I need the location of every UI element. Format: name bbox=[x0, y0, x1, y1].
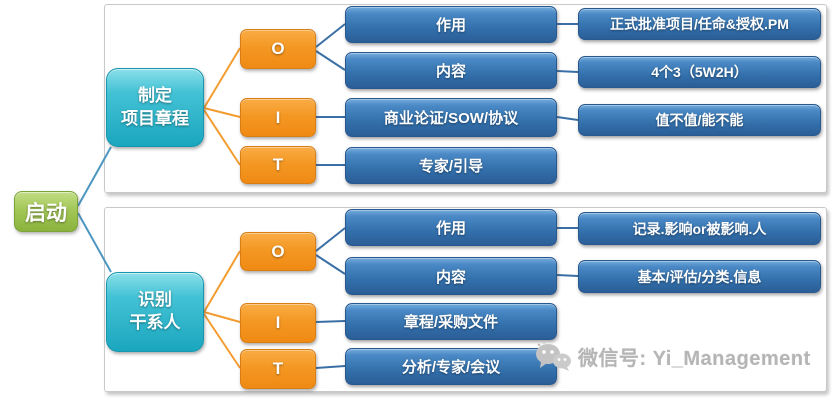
oit-label: I bbox=[275, 107, 281, 127]
topic-node-identify-stakeholders: 识别 干系人 bbox=[106, 272, 204, 352]
oit-to-detail-links bbox=[315, 23, 579, 369]
node-label: 值不值/能不能 bbox=[655, 112, 744, 128]
watermark-text: 微信号: Yi_Management bbox=[578, 347, 811, 370]
topic-label-line1: 识别 bbox=[138, 290, 172, 310]
oit-label: T bbox=[272, 155, 284, 174]
root-label: 启动 bbox=[25, 201, 67, 225]
node-g2-analysis: 分析/专家/会议 bbox=[345, 348, 557, 385]
node-g1-output: O bbox=[240, 29, 316, 69]
node-g2-charter-docs: 章程/采购文件 bbox=[345, 303, 557, 340]
node-g2-tool: T bbox=[240, 349, 316, 389]
node-g2-content: 内容 bbox=[345, 257, 557, 295]
watermark: 微信号: Yi_Management bbox=[534, 340, 811, 372]
node-g1-tool: T bbox=[240, 146, 316, 184]
node-label: 内容 bbox=[435, 268, 466, 286]
node-g1-content: 内容 bbox=[345, 52, 557, 89]
topic-label-line1: 制定 bbox=[138, 85, 172, 105]
node-g1-role: 作用 bbox=[345, 6, 557, 43]
topic-label-line2: 项目章程 bbox=[121, 108, 189, 128]
oit-label: I bbox=[275, 313, 281, 332]
node-g1-expert: 专家/引导 bbox=[345, 147, 557, 184]
node-label: 记录.影响or被影响.人 bbox=[632, 220, 767, 237]
root-node-initiation: 启动 bbox=[14, 191, 78, 232]
node-g1-input: I bbox=[240, 98, 316, 137]
node-label: 作用 bbox=[435, 17, 466, 34]
node-g1-business-case: 商业论证/SOW/协议 bbox=[345, 98, 557, 137]
node-label: 4个3（5W2H） bbox=[651, 64, 748, 80]
node-g2-role: 作用 bbox=[345, 209, 557, 246]
node-label: 内容 bbox=[435, 63, 466, 80]
node-g2-input: I bbox=[240, 303, 316, 343]
node-g1-input-detail: 值不值/能不能 bbox=[578, 104, 821, 136]
node-label: 专家/引导 bbox=[418, 158, 484, 175]
node-g2-output: O bbox=[240, 232, 316, 271]
node-label: 章程/采购文件 bbox=[403, 314, 499, 331]
wechat-icon bbox=[536, 341, 571, 371]
root-links bbox=[77, 146, 112, 273]
node-label: 商业论证/SOW/协议 bbox=[383, 110, 519, 127]
node-g2-role-detail: 记录.影响or被影响.人 bbox=[578, 212, 821, 245]
oit-label: T bbox=[272, 359, 284, 378]
topic-label-line2: 干系人 bbox=[129, 313, 181, 332]
node-label: 基本/评估/分类.信息 bbox=[637, 268, 762, 285]
node-label: 分析/专家/会议 bbox=[401, 359, 501, 376]
topic-node-develop-charter: 制定 项目章程 bbox=[106, 68, 204, 147]
node-label: 正式批准项目/任命&授权.PM bbox=[610, 16, 789, 32]
node-g1-role-detail: 正式批准项目/任命&授权.PM bbox=[578, 8, 821, 40]
node-g2-content-detail: 基本/评估/分类.信息 bbox=[578, 260, 821, 293]
node-g1-content-detail: 4个3（5W2H） bbox=[578, 56, 821, 88]
oit-label: O bbox=[271, 39, 285, 58]
topic-to-oit-links bbox=[203, 47, 241, 369]
node-label: 作用 bbox=[435, 220, 466, 237]
oit-label: O bbox=[271, 241, 285, 261]
